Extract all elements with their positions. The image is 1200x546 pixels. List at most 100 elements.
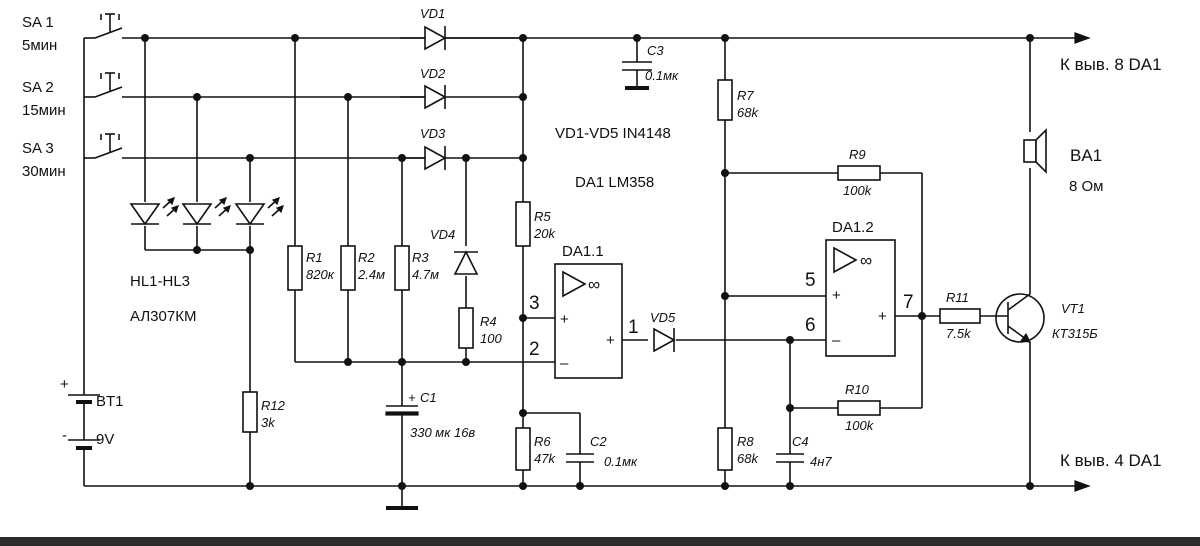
switch-sa2 xyxy=(94,72,123,98)
opamp-da1-1-out: + xyxy=(606,332,615,349)
transistor-vt1 xyxy=(995,293,1045,343)
c2-value: 0.1мк xyxy=(604,454,638,469)
opamp-da1-2-plus: + xyxy=(832,287,841,304)
diode-vd3-label: VD3 xyxy=(420,126,446,141)
battery-minus: - xyxy=(62,427,67,444)
c4-value: 4н7 xyxy=(810,454,832,469)
led-hl3 xyxy=(234,197,284,226)
c4-name: C4 xyxy=(792,434,809,449)
r12-value: 3k xyxy=(261,415,276,430)
r1-value: 820к xyxy=(306,267,335,282)
transistor-type: КТ315Б xyxy=(1052,326,1098,341)
leds-name: HL1-HL3 xyxy=(130,273,190,290)
r8-name: R8 xyxy=(737,434,754,449)
opamp-da1-2-out: + xyxy=(878,308,887,325)
diode-vd5 xyxy=(653,327,676,353)
r7-value: 68k xyxy=(737,105,759,120)
battery-name: BT1 xyxy=(96,393,124,410)
opamp-da1-1-minus: – xyxy=(560,355,569,372)
output-bottom-label: К выв. 4 DA1 xyxy=(1060,451,1162,470)
r6-name: R6 xyxy=(534,434,551,449)
resistor-r6 xyxy=(515,427,531,471)
opamp-da1-1-plus: + xyxy=(560,311,569,328)
battery-plus: + xyxy=(60,376,69,393)
opamp-da1-2-minus: – xyxy=(832,332,841,349)
resistor-r8 xyxy=(717,427,733,471)
r11-value: 7.5k xyxy=(946,326,972,341)
opamp-da1-2 xyxy=(825,239,896,357)
c3-value: 0.1мк xyxy=(645,68,679,83)
junction-dots xyxy=(141,34,1034,490)
r9-value: 100k xyxy=(843,183,873,198)
speaker-value: 8 Ом xyxy=(1069,178,1104,195)
leds-type: АЛ307КМ xyxy=(130,308,196,325)
r10-name: R10 xyxy=(845,382,870,397)
switch-sa3 xyxy=(94,133,123,159)
r2-value: 2.4м xyxy=(357,267,385,282)
resistor-r11 xyxy=(939,308,981,324)
opamp-da1-1 xyxy=(554,263,623,379)
resistor-r7 xyxy=(717,79,733,121)
resistor-r2 xyxy=(340,245,356,291)
resistor-r12 xyxy=(242,391,258,433)
speaker-name: BA1 xyxy=(1070,146,1102,165)
r2-name: R2 xyxy=(358,250,375,265)
switch-sa3-time: 30мин xyxy=(22,163,66,180)
r1-name: R1 xyxy=(306,250,323,265)
transistor-name: VT1 xyxy=(1061,301,1085,316)
battery-bt1 xyxy=(68,394,100,450)
diode-vd5-label: VD5 xyxy=(650,310,676,325)
resistor-r9 xyxy=(837,165,881,181)
diode-vd3 xyxy=(400,145,447,171)
bottom-bar xyxy=(0,537,1200,546)
pin-1: 1 xyxy=(628,317,639,338)
pin-7: 7 xyxy=(903,292,914,313)
resistor-r3 xyxy=(394,245,410,291)
r3-name: R3 xyxy=(412,250,429,265)
c1-name: C1 xyxy=(420,390,437,405)
switch-sa2-label: SA 2 xyxy=(22,79,54,96)
c3-name: C3 xyxy=(647,43,664,58)
diode-vd1-label: VD1 xyxy=(420,6,445,21)
note-diodes: VD1-VD5 IN4148 xyxy=(555,125,671,142)
capacitor-c4 xyxy=(776,453,804,463)
r12-name: R12 xyxy=(261,398,286,413)
output-top-label: К выв. 8 DA1 xyxy=(1060,55,1162,74)
r8-value: 68k xyxy=(737,451,759,466)
r10-value: 100k xyxy=(845,418,875,433)
capacitor-c1 xyxy=(385,405,419,416)
opamp-da1-2-inf: ∞ xyxy=(860,251,872,270)
led-hl1 xyxy=(129,197,179,226)
diode-vd4 xyxy=(453,250,479,275)
pin-6: 6 xyxy=(805,315,816,336)
r3-value: 4.7м xyxy=(412,267,439,282)
switch-sa1-time: 5мин xyxy=(22,37,57,54)
diode-vd2-label: VD2 xyxy=(420,66,446,81)
capacitor-c3 xyxy=(622,61,652,90)
r4-value: 100 xyxy=(480,331,502,346)
note-chip: DA1 LM358 xyxy=(575,174,654,191)
opamp-da1-2-label: DA1.2 xyxy=(832,219,874,236)
battery-value: 9V xyxy=(96,431,114,448)
led-hl2 xyxy=(181,197,231,226)
r4-name: R4 xyxy=(480,314,497,329)
resistor-r5 xyxy=(515,201,531,247)
r6-value: 47k xyxy=(534,451,556,466)
opamp-da1-1-label: DA1.1 xyxy=(562,243,604,260)
output-arrows xyxy=(1074,32,1091,492)
diode-vd1 xyxy=(400,25,447,51)
r7-name: R7 xyxy=(737,88,754,103)
c1-plus: + xyxy=(408,390,416,405)
pin-2: 2 xyxy=(529,339,540,360)
resistor-r4 xyxy=(458,307,474,349)
diode-vd4-label: VD4 xyxy=(430,227,455,242)
capacitor-c2 xyxy=(566,453,594,463)
r5-value: 20k xyxy=(533,226,556,241)
resistor-r10 xyxy=(837,400,881,416)
speaker-ba1 xyxy=(1023,128,1047,174)
r5-name: R5 xyxy=(534,209,551,224)
diode-vd2 xyxy=(400,84,447,110)
r9-name: R9 xyxy=(849,147,866,162)
c2-name: C2 xyxy=(590,434,607,449)
